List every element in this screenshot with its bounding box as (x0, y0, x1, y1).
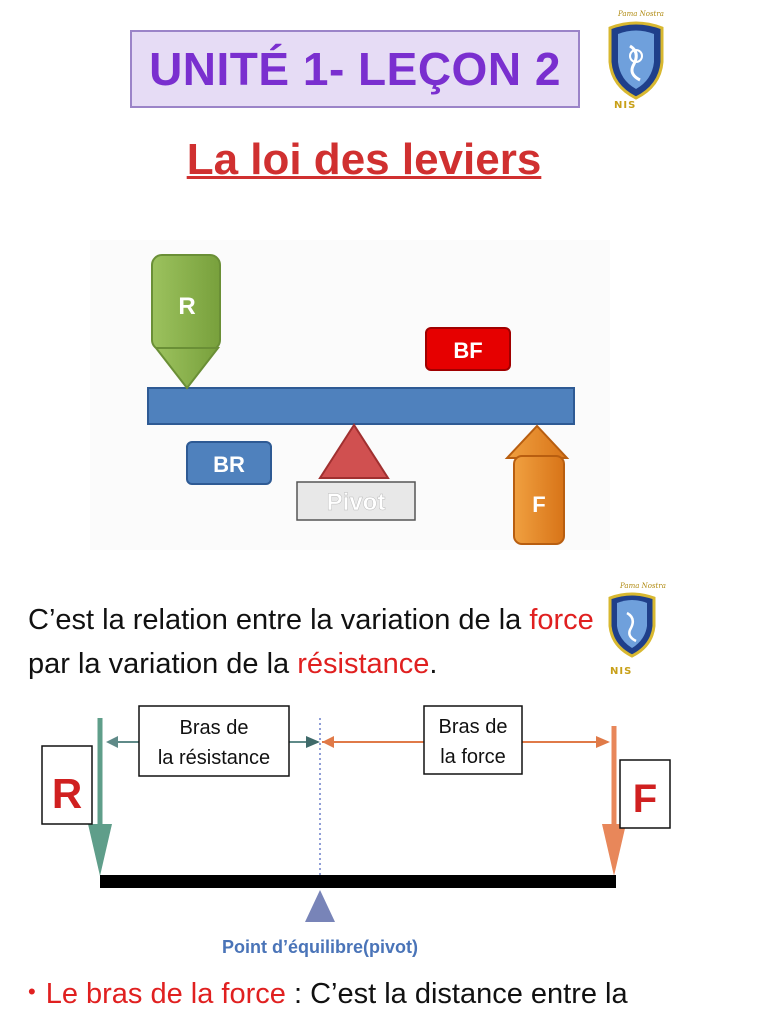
para-end: . (429, 648, 438, 680)
resistance-label: R (178, 293, 195, 320)
lesson-title-box: UNITÉ 1- LEÇON 2 (130, 30, 580, 108)
para-force-word: force (529, 604, 594, 636)
pivot-triangle-2 (305, 890, 335, 922)
lesson-title: UNITÉ 1- LEÇON 2 (149, 43, 561, 95)
pivot-label: Pivot (327, 489, 386, 516)
resistance-arrow: R (151, 254, 221, 390)
lever-diagram-2: Bras de la résistance Bras de la force R… (41, 705, 671, 922)
bullet-definition: : C’est la distance entre la (285, 978, 628, 1010)
lever-beam (147, 387, 575, 425)
resistance-label-2: R (52, 770, 82, 817)
logo-emblem-text-2: NIS (610, 666, 633, 677)
pivot-triangle (318, 423, 390, 479)
resistance-arm-line2: la résistance (158, 747, 270, 769)
bullet-dot-icon: • (28, 979, 36, 1004)
logo-motto-2: Pama Nostra (620, 582, 666, 590)
force-label: F (532, 492, 545, 517)
logo-emblem-text: NIS (614, 100, 637, 111)
lever-beam-2 (100, 875, 616, 888)
force-arm-label: BF (453, 338, 482, 363)
logo-motto: Pama Nostra (618, 10, 664, 18)
school-crest-icon: Pama Nostra NIS (600, 10, 672, 111)
crest-shield-icon (608, 21, 664, 100)
force-arm-line2: la force (440, 746, 506, 768)
lever-diagram-1: R BF BR Pivot F (90, 240, 610, 550)
para-resistance-word: résistance (297, 648, 430, 680)
bullet-term: Le bras de la force (45, 978, 286, 1010)
crest-shield-icon-2 (608, 592, 656, 658)
force-label-2: F (633, 777, 657, 821)
lesson-subtitle: La loi des leviers (186, 135, 542, 184)
force-arrow-2 (602, 726, 626, 876)
force-arm-line1: Bras de (439, 716, 508, 738)
pivot-caption: Point d’équilibre(pivot) (222, 937, 418, 957)
resistance-arrow-2 (88, 718, 112, 876)
school-crest-icon-2: Pama Nostra NIS (604, 582, 666, 682)
force-arrow: F (504, 424, 570, 545)
definition-paragraph: C’est la relation entre la variation de … (28, 598, 748, 686)
resistance-arm-label: BR (213, 452, 245, 477)
bullet-item: • Le bras de la force : C’est la distance… (28, 970, 768, 1016)
resistance-arm-line1: Bras de (180, 717, 249, 739)
para-part1: C’est la relation entre la variation de … (28, 604, 530, 636)
para-part2: par la variation de la (28, 648, 298, 680)
